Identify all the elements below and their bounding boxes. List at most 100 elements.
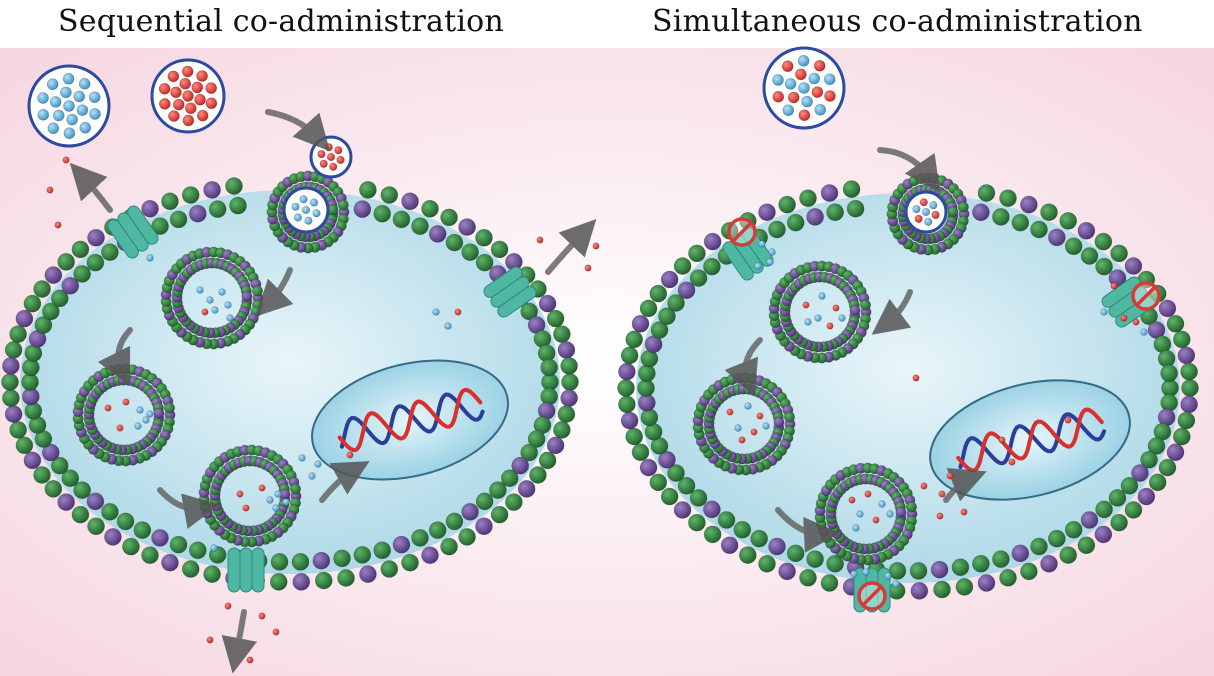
membrane-lipid: [61, 276, 80, 295]
red-drug: [1064, 416, 1072, 424]
blue-drug: [808, 72, 821, 85]
blue-drug: [60, 86, 72, 99]
title-simultaneous: Simultaneous co-administration: [652, 4, 1143, 39]
membrane-lipid: [786, 213, 805, 232]
membrane-lipid: [1064, 520, 1083, 539]
membrane-lipid: [34, 316, 53, 334]
membrane-lipid: [312, 551, 331, 570]
membrane-lipid: [208, 200, 227, 218]
scattered-drugs-left: [46, 156, 600, 664]
blue-drug: [798, 82, 810, 94]
membrane-lipid: [1180, 362, 1198, 381]
membrane-lipid: [511, 456, 530, 475]
membrane-lipid: [57, 493, 75, 511]
red-drug: [334, 146, 343, 155]
blue-drug: [768, 248, 776, 256]
red-drug: [116, 424, 124, 432]
membrane-lipid: [557, 405, 576, 423]
red-drug: [182, 90, 194, 102]
nucleus-left: [311, 359, 509, 481]
membrane-lipid: [122, 537, 140, 556]
membrane-lipid: [141, 546, 159, 565]
membrane-lipid: [842, 180, 861, 198]
red-drug: [201, 308, 209, 316]
blue-drug: [929, 201, 938, 210]
membrane-lipid: [1108, 489, 1127, 507]
blue-drug: [782, 104, 795, 117]
membrane-lipid: [750, 529, 768, 548]
blue-drug: [46, 78, 59, 91]
membrane-lipid: [445, 512, 464, 531]
blue-drug: [299, 195, 308, 204]
membrane-lipid: [778, 562, 796, 581]
blue-drug: [824, 90, 836, 102]
membrane-lipid: [625, 427, 643, 446]
membrane-lipid: [703, 232, 722, 251]
membrane-lipid: [33, 466, 51, 484]
membrane-lipid: [667, 464, 685, 482]
membrane-lipid: [475, 228, 493, 247]
membrane-lipid: [799, 189, 817, 207]
red-drug: [912, 374, 920, 382]
arrow-path: [69, 162, 113, 213]
blue-drug: [884, 572, 892, 580]
red-drug: [592, 242, 600, 250]
red-drug: [1120, 314, 1128, 322]
blue-drug: [814, 103, 827, 116]
membrane-lipid: [104, 528, 122, 546]
membrane-lipid: [1080, 247, 1099, 265]
arrow-path: [97, 327, 133, 387]
blue-drug: [878, 500, 886, 508]
red-drug: [179, 77, 192, 90]
membrane-lipid: [490, 240, 509, 259]
membrane-lipid: [151, 529, 169, 547]
blue-drug: [282, 498, 290, 506]
membrane-lipid: [660, 487, 679, 506]
membrane-lipid: [820, 574, 839, 592]
membrane-lipid: [505, 493, 523, 511]
membrane-lipid: [649, 473, 668, 492]
membrane-lipid: [667, 294, 685, 312]
red-drug: [946, 472, 954, 480]
blue-drug: [49, 96, 62, 108]
membrane-lipid: [4, 341, 23, 359]
red-drug: [936, 512, 944, 520]
blue-drug: [301, 205, 311, 215]
blue-drug: [754, 262, 762, 270]
carrier-blue-left: [27, 64, 111, 148]
blue-drug: [924, 217, 933, 226]
membrane-lipid: [639, 458, 658, 477]
red-drug: [329, 162, 338, 171]
blue-drug: [136, 406, 144, 414]
membrane-lipid: [617, 379, 635, 397]
curved-arrow-icon: [871, 289, 913, 335]
blue-drug: [921, 207, 931, 217]
membrane-lipid: [380, 186, 399, 204]
membrane-lipid: [1148, 473, 1167, 492]
blue-drug: [912, 204, 921, 214]
membrane-lipid: [529, 466, 547, 484]
membrane-lipid: [1160, 364, 1178, 383]
membrane-lipid: [73, 265, 91, 283]
membrane-lipid: [520, 443, 538, 462]
curved-arrow-icon: [319, 461, 370, 503]
blue-drug: [63, 100, 75, 112]
membrane-lipid: [546, 436, 565, 455]
membrane-lipid: [392, 210, 411, 229]
membrane-lipid: [720, 536, 739, 555]
membrane-lipid: [618, 362, 636, 381]
membrane-lipid: [537, 344, 556, 362]
membrane-lipid: [1077, 221, 1096, 240]
membrane-lipid: [270, 553, 289, 571]
membrane-lipid: [658, 450, 676, 469]
arrow-path: [545, 218, 597, 275]
membrane-lipid: [353, 546, 372, 564]
carrier-red-small-left: [309, 135, 353, 179]
membrane-lipid: [1048, 529, 1066, 548]
membrane-lipid: [133, 521, 152, 539]
membrane-lipid: [806, 550, 824, 568]
dna-strand-blue: [339, 392, 485, 449]
membrane-lipid: [660, 270, 679, 289]
vesicle-lipid: [895, 506, 907, 518]
red-drug: [317, 149, 326, 159]
